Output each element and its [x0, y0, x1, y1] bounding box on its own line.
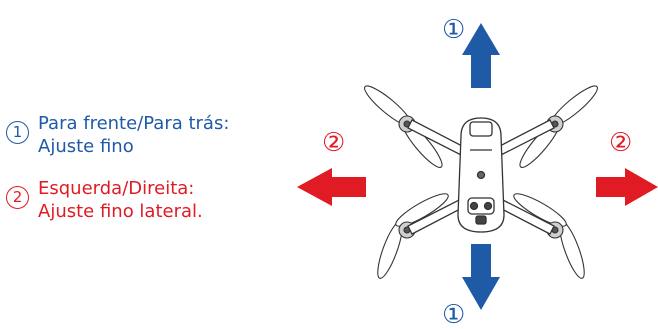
arrow-up-icon [462, 23, 500, 88]
number-badge-2: 2 [6, 186, 29, 209]
legend-forward-back-line2: Ajuste fino [38, 136, 134, 157]
arrow-label-bottom: ① [442, 300, 465, 329]
legend-forward-back-text: Para frente/Para trás: Ajuste fino [38, 112, 229, 158]
legend-left-right: 2 Esquerda/Direita: Ajuste fino lateral. [6, 177, 203, 223]
legend-left-right-line2: Ajuste fino lateral. [38, 201, 203, 222]
arrow-right-icon [596, 168, 658, 206]
propeller-rear-left [377, 193, 449, 279]
legend-forward-back-line1: Para frente/Para trás: [38, 113, 230, 134]
arrow-left-icon [297, 168, 366, 206]
legend-left-right-text: Esquerda/Direita: Ajuste fino lateral. [38, 177, 203, 223]
propeller-front-right [519, 85, 598, 168]
propeller-rear-right [513, 193, 585, 279]
arrow-label-top: ① [442, 15, 465, 45]
legend-forward-back: 1 Para frente/Para trás: Ajuste fino [6, 112, 229, 158]
arrow-label-left: ② [322, 128, 345, 158]
legend-left-right-line1: Esquerda/Direita: [38, 178, 195, 199]
arrow-down-icon [462, 244, 500, 310]
gimbal-camera [469, 121, 493, 137]
drone-icon [364, 85, 598, 279]
number-badge-1: 1 [6, 121, 29, 144]
arrow-label-right: ② [609, 128, 632, 158]
status-light [476, 170, 486, 180]
propeller-front-left [364, 85, 443, 168]
